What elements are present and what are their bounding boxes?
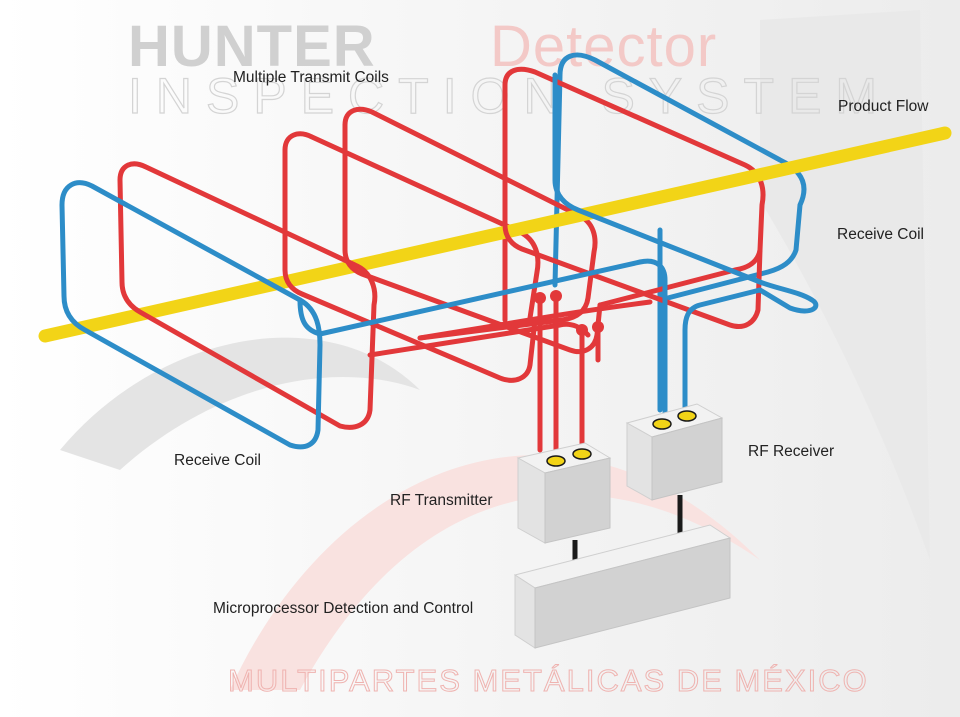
background-swoosh-red (230, 455, 760, 690)
label-receive-coil-left: Receive Coil (174, 452, 261, 469)
watermark-brand-bold: HUNTER (128, 14, 376, 79)
receive-coil-left (59, 180, 668, 450)
transmit-coil-front-third (342, 122, 603, 355)
rf-transmitter-box (516, 442, 612, 544)
transmit-coil-rear-right (502, 66, 766, 323)
label-microprocessor: Microprocessor Detection and Control (213, 600, 473, 617)
receive-coil-back-rear (552, 52, 807, 413)
receive-coil-right (552, 72, 819, 415)
rf-receiver-box (625, 403, 724, 501)
label-receive-coil-right: Receive Coil (837, 226, 924, 243)
background-swoosh-gray (60, 337, 420, 470)
receiver-terminal-2 (677, 410, 697, 422)
microprocessor-box (513, 524, 732, 649)
transmitter-terminal-1 (546, 455, 566, 467)
label-rf-receiver: RF Receiver (748, 443, 834, 460)
label-product-flow: Product Flow (838, 98, 929, 115)
transmit-coil-front-second (282, 147, 538, 383)
label-rf-transmitter: RF Transmitter (390, 492, 492, 509)
product-flow-line (38, 126, 952, 343)
watermark-footer: MULTIPARTES METÁLICAS DE MÉXICO (228, 663, 869, 698)
label-multiple-transmit-coils: Multiple Transmit Coils (233, 69, 389, 86)
transmitter-leads (534, 290, 604, 453)
transmit-coil-front-right (417, 82, 763, 341)
transmitter-terminal-2 (572, 448, 592, 460)
receiver-terminal-1 (652, 418, 672, 430)
